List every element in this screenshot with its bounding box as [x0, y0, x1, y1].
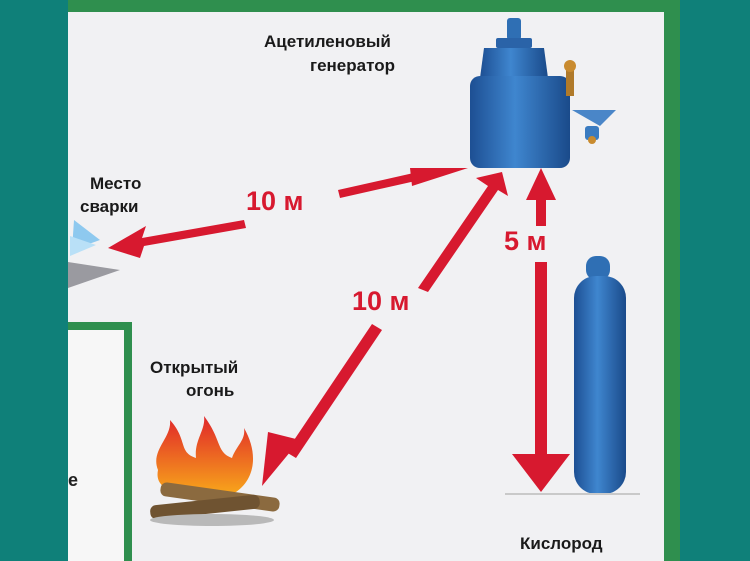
oxygen-label: Кислород — [520, 534, 603, 553]
inset-panel: е — [68, 322, 132, 561]
welding-spot-icon — [68, 220, 120, 288]
distance-to-welding: 10 м — [246, 186, 304, 216]
inset-letter: е — [68, 470, 79, 490]
poster-frame-top — [68, 0, 680, 12]
welding-label-line1: Место — [90, 174, 142, 193]
generator-label-line2: генератор — [310, 56, 395, 75]
poster-frame-right — [664, 0, 680, 561]
welding-label-line2: сварки — [80, 197, 139, 216]
oxygen-cylinder-icon — [574, 256, 626, 494]
arrow-to-welding — [108, 168, 468, 258]
fire-label-line1: Открытый — [150, 358, 239, 377]
arrow-to-oxygen — [512, 168, 570, 492]
fire-label-line2: огонь — [186, 381, 235, 400]
arrow-to-fire — [262, 172, 508, 486]
distance-to-fire: 10 м — [352, 286, 410, 316]
distance-to-oxygen: 5 м — [504, 226, 547, 256]
acetylene-generator-icon — [470, 18, 616, 168]
campfire-icon — [150, 416, 280, 526]
generator-label-line1: Ацетиленовый — [264, 32, 391, 51]
